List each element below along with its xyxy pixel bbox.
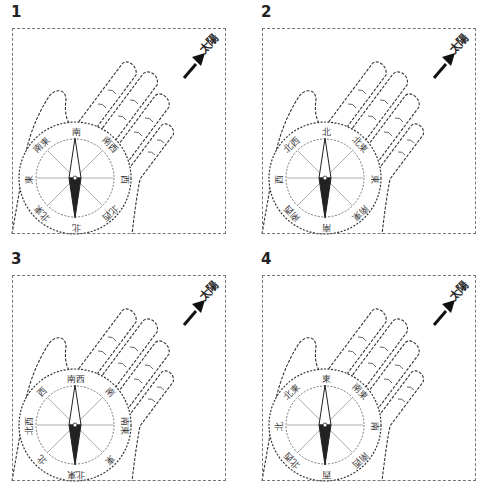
compass-direction: 北 bbox=[72, 222, 81, 231]
compass-direction: 西 bbox=[36, 386, 49, 399]
compass-direction: 北 bbox=[322, 127, 331, 136]
compass-direction: 南西 bbox=[283, 203, 302, 222]
compass-direction: 南西 bbox=[100, 136, 119, 155]
compass-direction: 南 bbox=[72, 127, 81, 136]
compass-direction: 西 bbox=[119, 175, 128, 184]
compass-direction: 南 bbox=[322, 222, 331, 231]
compass-direction: 南西 bbox=[67, 374, 85, 383]
compass-direction: 北東 bbox=[283, 383, 302, 402]
compass-direction: 南東 bbox=[119, 417, 128, 435]
panel-number: 2 bbox=[261, 3, 271, 21]
compass-direction: 東 bbox=[369, 175, 378, 184]
panel-number: 1 bbox=[11, 3, 21, 21]
sun-label: 太陽 bbox=[197, 279, 220, 302]
compass-direction: 東 bbox=[103, 453, 116, 466]
compass-direction: 北東 bbox=[350, 136, 369, 155]
compass-direction: 東 bbox=[24, 175, 33, 184]
compass-direction: 西 bbox=[274, 175, 283, 184]
panel-number: 4 bbox=[261, 250, 271, 268]
picture-panel: 3太陽南西南南東東北東北北西西 bbox=[12, 275, 226, 481]
sun-label: 太陽 bbox=[447, 279, 470, 302]
compass-direction: 北西 bbox=[283, 136, 302, 155]
picture-panel: 2太陽北北東東南東南南西西北西 bbox=[262, 28, 476, 234]
compass-direction: 西 bbox=[322, 469, 331, 478]
compass-direction: 北 bbox=[274, 422, 283, 431]
compass-direction: 南 bbox=[103, 386, 116, 399]
compass-direction: 北西 bbox=[283, 450, 302, 469]
compass-direction: 北東 bbox=[67, 469, 85, 478]
compass-direction: 南西 bbox=[350, 450, 369, 469]
picture-panel: 4太陽東南東南南西西北西北北東 bbox=[262, 275, 476, 481]
compass-direction: 南東 bbox=[350, 383, 369, 402]
sun-label: 太陽 bbox=[197, 32, 220, 55]
compass-direction: 北 bbox=[36, 453, 49, 466]
compass-direction: 南 bbox=[369, 422, 378, 431]
compass-direction: 東 bbox=[322, 374, 331, 383]
compass-direction: 南東 bbox=[350, 203, 369, 222]
compass-direction: 北西 bbox=[100, 203, 119, 222]
compass-direction: 北西 bbox=[24, 417, 33, 435]
compass-direction: 北東 bbox=[33, 203, 52, 222]
picture-panel: 1太陽南南西西北西北北東東南東 bbox=[12, 28, 226, 234]
compass-direction: 南東 bbox=[33, 136, 52, 155]
sun-label: 太陽 bbox=[447, 32, 470, 55]
panel-number: 3 bbox=[11, 250, 21, 268]
